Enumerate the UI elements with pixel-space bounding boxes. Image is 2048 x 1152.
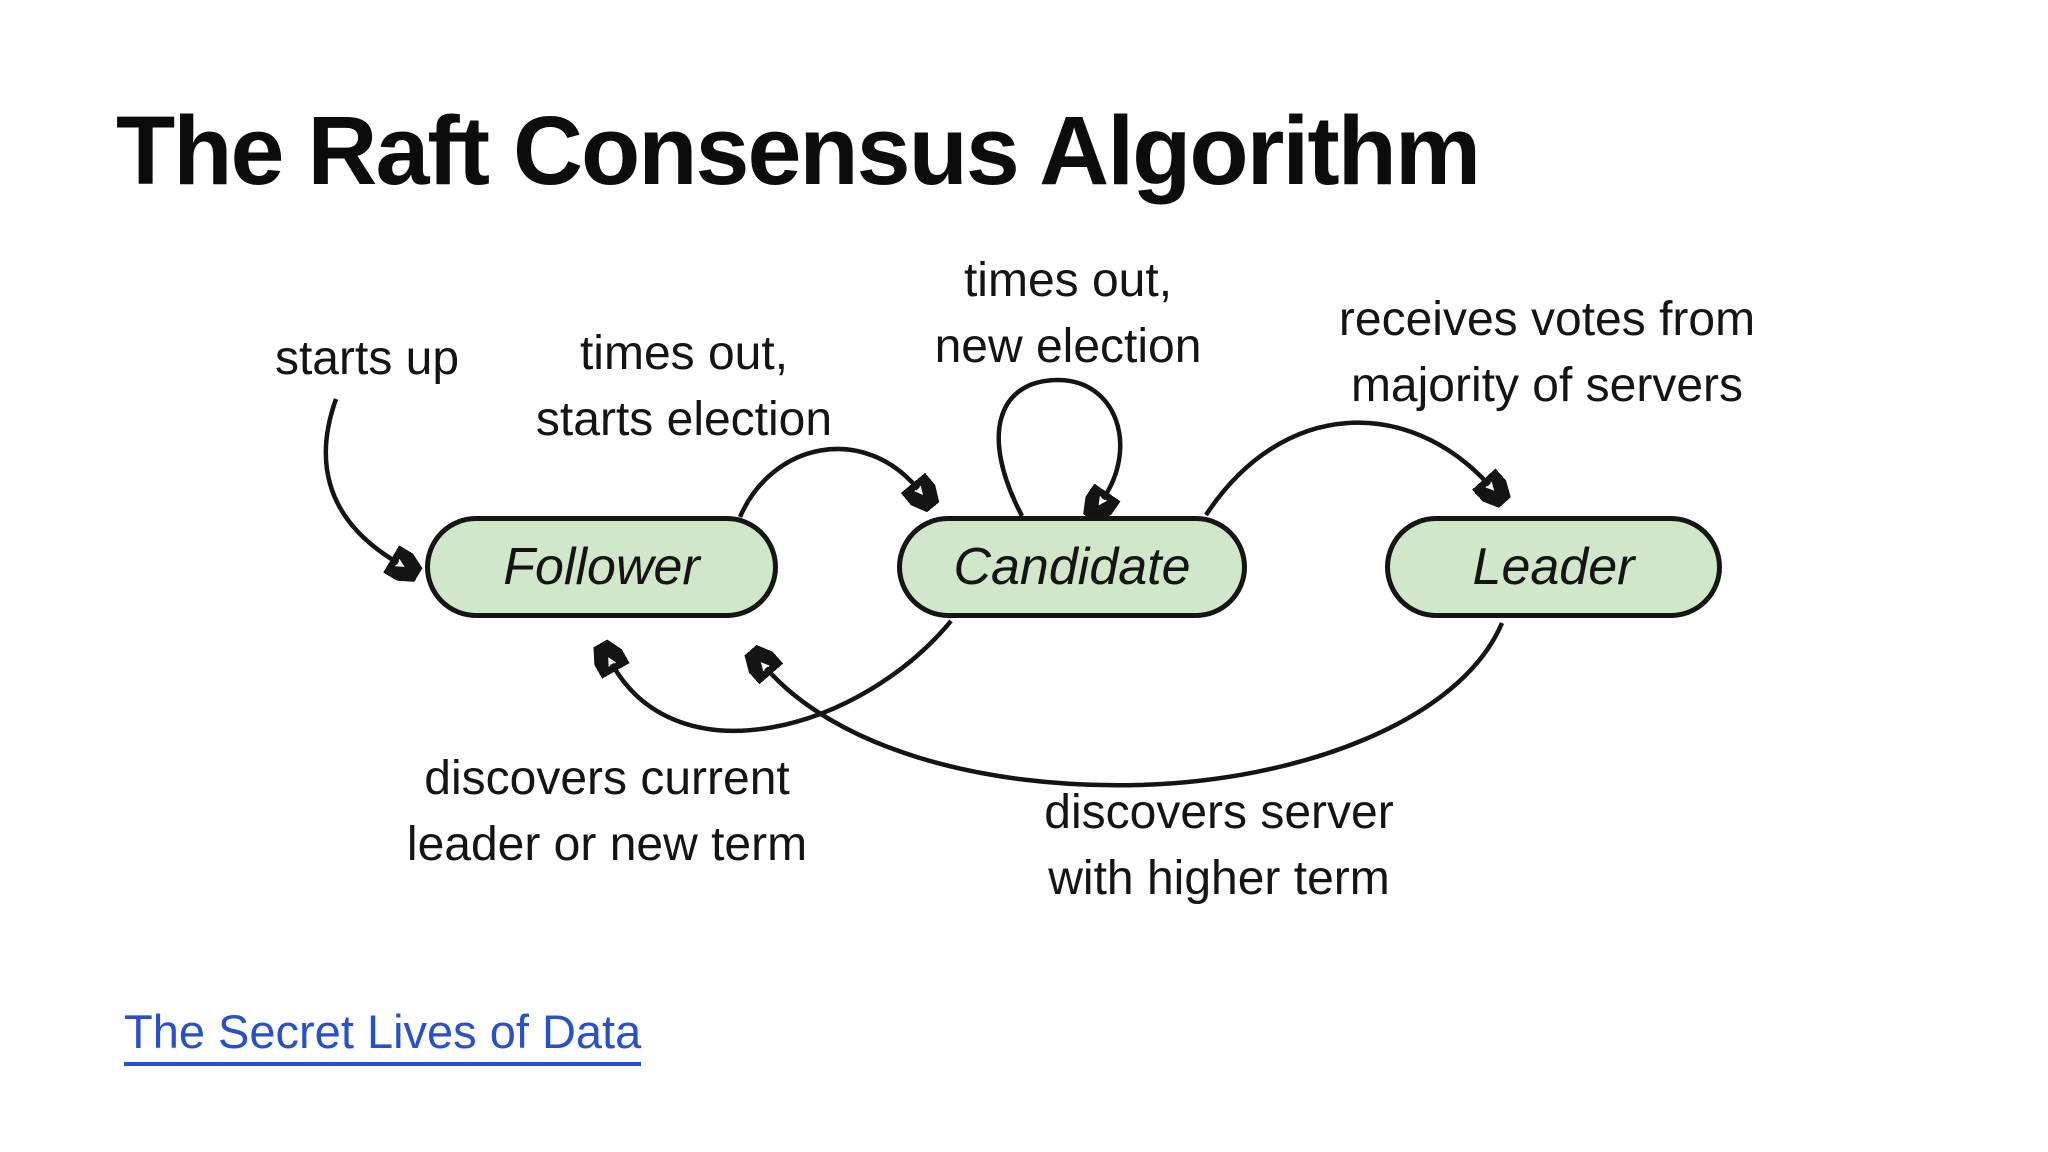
- transition-label-discovers-higher-term: discovers server with higher term: [1044, 786, 1394, 905]
- state-follower-label: Follower: [503, 538, 700, 596]
- transition-label-discovers-current-leader: discovers current leader or new term: [406, 752, 808, 871]
- transition-label-times-out-new-election: times out, new election: [934, 254, 1202, 373]
- state-leader-label: Leader: [1472, 538, 1635, 596]
- arrow-leader-to-follower: [766, 622, 1505, 788]
- source-link[interactable]: The Secret Lives of Data: [124, 1004, 642, 1066]
- state-follower: Follower: [425, 516, 778, 618]
- state-leader: Leader: [1385, 516, 1722, 618]
- arrow-follower-to-candidate: [737, 446, 918, 518]
- state-candidate-label: Candidate: [953, 538, 1191, 596]
- arrow-start-to-follower: [323, 398, 398, 563]
- transition-label-receives-votes: receives votes from majority of servers: [1338, 293, 1756, 412]
- slide-title: The Raft Consensus Algorithm: [116, 96, 1481, 205]
- arrow-candidate-to-leader: [1204, 420, 1489, 517]
- arrow-candidate-self-loop: [996, 377, 1123, 516]
- state-candidate: Candidate: [897, 516, 1247, 618]
- arrow-candidate-to-follower: [612, 619, 953, 734]
- transition-label-starts-up: starts up: [274, 332, 460, 385]
- transition-label-times-out-starts-election: times out, starts election: [535, 327, 833, 446]
